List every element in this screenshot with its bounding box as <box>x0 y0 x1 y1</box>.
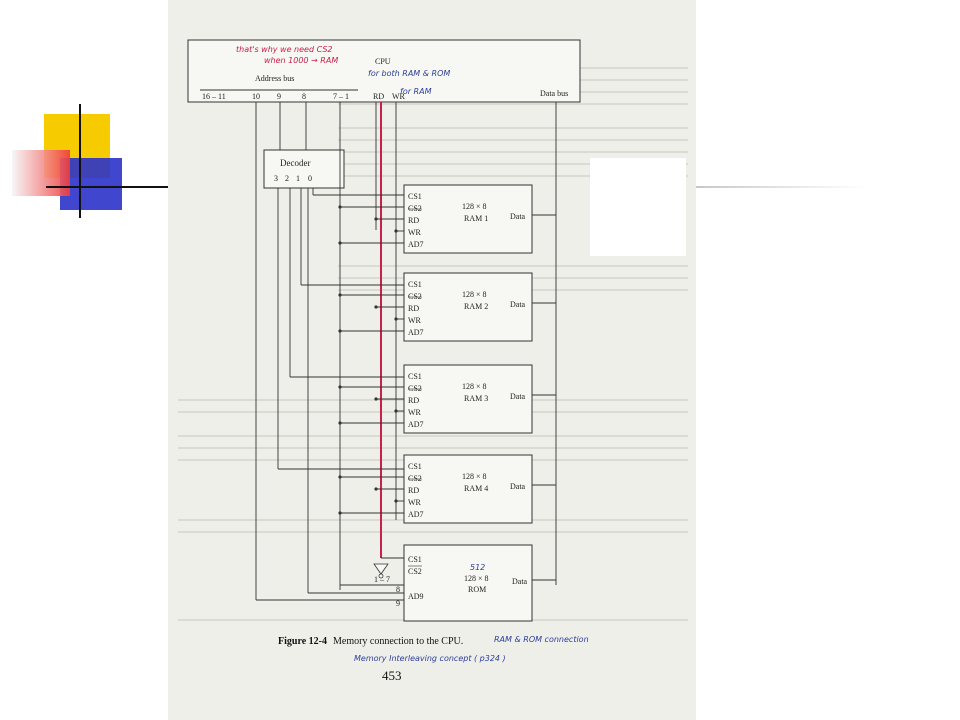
ram-3-label: RAM 3 <box>464 394 488 403</box>
ram-1-label: RAM 1 <box>464 214 488 223</box>
ram-2-size: 128 × 8 <box>462 290 487 299</box>
scanned-textbook-page: CPU Address bus 16 – 11 10 9 8 7 – 1 RD … <box>168 0 696 720</box>
ram-3-size: 128 × 8 <box>462 382 487 391</box>
cpu-pin-rd: RD <box>373 92 384 101</box>
ram-4-label: RAM 4 <box>464 484 488 493</box>
memory-connection-diagram: CPU Address bus 16 – 11 10 9 8 7 – 1 RD … <box>178 39 688 683</box>
decoder-out-3: 3 <box>274 174 278 183</box>
rom-addr-8: 8 <box>396 585 400 594</box>
decoder-out-1: 1 <box>296 174 300 183</box>
ram-3-pin-wr: WR <box>408 408 422 417</box>
decoder-box <box>263 149 345 189</box>
rom-annotation-512: 512 <box>470 563 485 572</box>
ram-4-pin-cs2: CS2 <box>408 474 422 483</box>
caption-label: Figure 12-4 <box>278 636 327 647</box>
cpu-pin-7-1: 7 – 1 <box>333 92 349 101</box>
ram-2-pin-cs1: CS1 <box>408 280 422 289</box>
caption-text: Memory connection to the CPU. <box>333 636 463 647</box>
ram-4-pin-rd: RD <box>408 486 419 495</box>
interleaving-annotation: Memory Interleaving concept ( p324 ) <box>354 654 506 663</box>
ram-2-pin-wr: WR <box>408 316 422 325</box>
ram-4-pin-ad7: AD7 <box>408 510 424 519</box>
cpu-pin-16-11: 16 – 11 <box>202 92 226 101</box>
caption-annotation: RAM & ROM connection <box>494 635 589 644</box>
ram-4-data-label: Data <box>510 482 526 491</box>
side-blank-card <box>590 158 686 256</box>
decoder-title: Decoder <box>280 158 310 168</box>
rom-pin-ad9: AD9 <box>408 592 424 601</box>
ram-box-2 <box>403 272 533 342</box>
annotation-blue-ram: for RAM <box>400 87 432 96</box>
address-bus-label: Address bus <box>255 74 294 83</box>
rom-data-label: Data <box>512 577 528 586</box>
ram-box-4 <box>403 454 533 524</box>
rom-addr-9: 9 <box>396 599 400 608</box>
ram-1-pin-ad7: AD7 <box>408 240 424 249</box>
rom-box <box>403 544 533 622</box>
ram-2-pin-ad7: AD7 <box>408 328 424 337</box>
ram-4-pin-cs1: CS1 <box>408 462 422 471</box>
cpu-pin-8: 8 <box>302 92 306 101</box>
deco-red-square <box>12 150 70 196</box>
page-number: 453 <box>382 668 402 683</box>
ram-2-data-label: Data <box>510 300 526 309</box>
annotation-blue-both: for both RAM & ROM <box>368 69 450 78</box>
deco-horizontal-line-fade <box>696 186 866 188</box>
ram-1-size: 128 × 8 <box>462 202 487 211</box>
rom-pin-cs1: CS1 <box>408 555 422 564</box>
ram-1-data-label: Data <box>510 212 526 221</box>
ram-1-pin-cs2: CS2 <box>408 204 422 213</box>
bleed-through-text <box>178 67 688 621</box>
cpu-pin-9: 9 <box>277 92 281 101</box>
deco-blue-square <box>60 158 122 210</box>
ram-3-pin-cs2: CS2 <box>408 384 422 393</box>
ram-1-pin-wr: WR <box>408 228 422 237</box>
ram-3-pin-rd: RD <box>408 396 419 405</box>
cpu-pin-wr: WR <box>392 92 406 101</box>
ram-box-1 <box>403 184 533 254</box>
decoder-out-0: 0 <box>308 174 312 183</box>
ram-2-label: RAM 2 <box>464 302 488 311</box>
cpu-pin-10: 10 <box>252 92 260 101</box>
ram-4-pin-wr: WR <box>408 498 422 507</box>
deco-horizontal-line <box>46 186 168 188</box>
rom-size: 128 × 8 <box>464 574 489 583</box>
rom-addr-1-7: 1 – 7 <box>374 575 390 584</box>
ram-2-pin-rd: RD <box>408 304 419 313</box>
annotation-red-1000: when 1000 → RAM <box>264 56 338 65</box>
data-bus-label: Data bus <box>540 89 568 98</box>
ram-4-size: 128 × 8 <box>462 472 487 481</box>
ram-2-pin-cs2: CS2 <box>408 292 422 301</box>
cpu-box <box>187 39 581 103</box>
ram-3-pin-cs1: CS1 <box>408 372 422 381</box>
ram-1-pin-rd: RD <box>408 216 419 225</box>
rom-label: ROM <box>468 585 486 594</box>
decoder-out-2: 2 <box>285 174 289 183</box>
deco-vertical-line <box>79 104 81 218</box>
ram-3-pin-ad7: AD7 <box>408 420 424 429</box>
annotation-red-cs2: that's why we need CS2 <box>236 45 333 54</box>
ram-3-data-label: Data <box>510 392 526 401</box>
rom-pin-cs2: CS2 <box>408 567 422 576</box>
cpu-title: CPU <box>375 57 391 66</box>
ram-box-3 <box>403 364 533 434</box>
ram-1-pin-cs1: CS1 <box>408 192 422 201</box>
